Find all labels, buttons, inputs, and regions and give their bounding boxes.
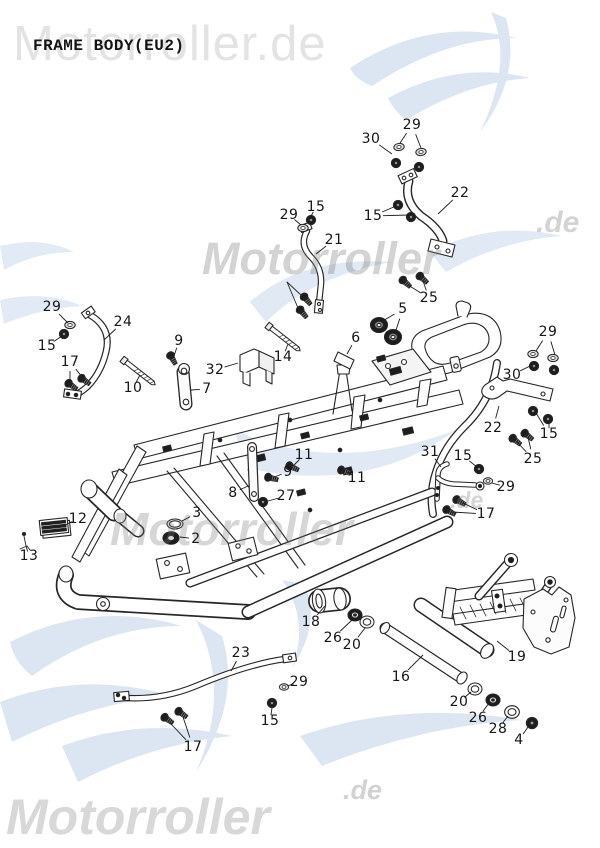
roller-sleeve bbox=[308, 587, 351, 614]
hardware bbox=[58, 142, 560, 730]
callout-23: 23 bbox=[231, 645, 251, 661]
callout-6: 6 bbox=[351, 330, 361, 346]
callout-15: 15 bbox=[306, 199, 326, 215]
callout-18: 18 bbox=[301, 614, 321, 630]
swing-arm bbox=[413, 552, 576, 659]
callout-22: 22 bbox=[483, 420, 503, 436]
callout-22: 22 bbox=[450, 185, 470, 201]
callout-17: 17 bbox=[476, 506, 496, 522]
callout-24: 24 bbox=[113, 314, 133, 330]
callout-3: 3 bbox=[192, 505, 202, 521]
callout-29: 29 bbox=[289, 674, 309, 690]
callout-26: 26 bbox=[468, 710, 488, 726]
callout-29: 29 bbox=[42, 299, 62, 315]
callout-29: 29 bbox=[402, 117, 422, 133]
callout-29: 29 bbox=[279, 207, 299, 223]
axle-shaft bbox=[379, 621, 468, 685]
callout-4: 4 bbox=[514, 732, 524, 748]
callout-17: 17 bbox=[183, 739, 203, 755]
callout-27: 27 bbox=[276, 488, 296, 504]
callout-29: 29 bbox=[496, 479, 516, 495]
callout-26: 26 bbox=[323, 630, 343, 646]
callout-30: 30 bbox=[502, 367, 522, 383]
callout-13: 13 bbox=[19, 548, 39, 564]
callout-20: 20 bbox=[342, 637, 362, 653]
callout-28: 28 bbox=[488, 721, 508, 737]
diagram-title: FRAME BODY(EU2) bbox=[33, 37, 185, 55]
callout-7: 7 bbox=[202, 381, 212, 397]
callout-20: 20 bbox=[449, 694, 469, 710]
callout-9: 9 bbox=[174, 333, 184, 349]
callout-16: 16 bbox=[391, 669, 411, 685]
callout-15: 15 bbox=[453, 448, 473, 464]
callout-19: 19 bbox=[507, 649, 527, 665]
callout-32: 32 bbox=[205, 362, 225, 378]
callout-31: 31 bbox=[420, 444, 440, 460]
callout-25: 25 bbox=[419, 290, 439, 306]
callout-29: 29 bbox=[538, 324, 558, 340]
callout-15: 15 bbox=[260, 713, 280, 729]
bird-logo-top-right bbox=[350, 12, 530, 132]
callout-8: 8 bbox=[228, 485, 238, 501]
callout-15: 15 bbox=[539, 426, 559, 442]
callout-5: 5 bbox=[398, 301, 408, 317]
callout-2: 2 bbox=[191, 531, 201, 547]
callout-25: 25 bbox=[523, 451, 543, 467]
callout-30: 30 bbox=[361, 131, 381, 147]
callout-12: 12 bbox=[68, 511, 88, 527]
callout-15: 15 bbox=[363, 208, 383, 224]
callout-15: 15 bbox=[37, 338, 57, 354]
callout-14: 14 bbox=[273, 349, 293, 365]
wing-swoosh-left bbox=[0, 242, 82, 324]
callout-17: 17 bbox=[60, 354, 80, 370]
callout-10: 10 bbox=[123, 380, 143, 396]
callout-11: 11 bbox=[347, 470, 367, 486]
callout-21: 21 bbox=[324, 232, 344, 248]
callout-11: 11 bbox=[294, 447, 314, 463]
callout-9: 9 bbox=[283, 464, 293, 480]
